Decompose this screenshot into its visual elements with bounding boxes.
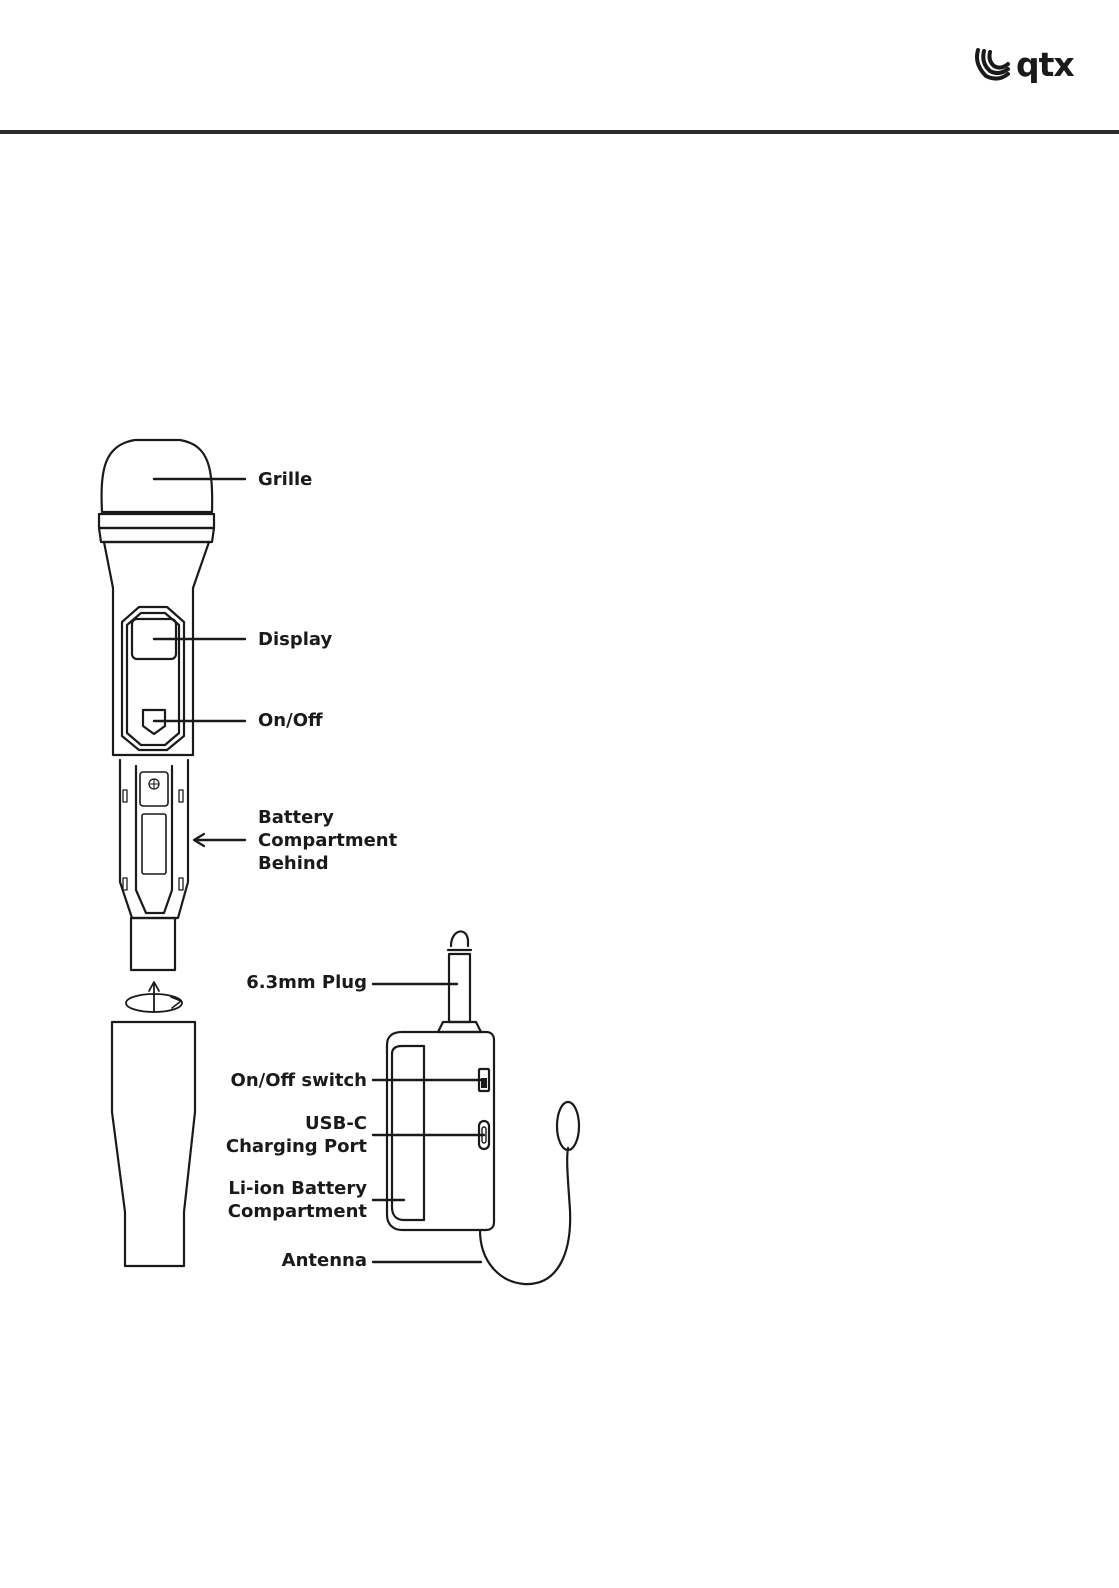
receiver-plug-drawing [438,931,481,1032]
mic-handle-drawing [104,542,209,755]
label-plug: 6.3mm Plug [246,971,367,994]
mic-grille-drawing [99,440,214,542]
label-display: Display [258,628,332,651]
mic-battery-section-drawing [120,760,188,918]
label-grille: Grille [258,468,312,491]
mic-connector-drawing [131,918,175,970]
twist-arrow-icon [126,982,182,1012]
label-usb-c: USB-C Charging Port [226,1112,367,1158]
label-antenna: Antenna [282,1249,367,1272]
label-battery-compartment: Battery Compartment Behind [258,806,397,875]
label-on-off-switch: On/Off switch [231,1069,367,1092]
mic-battery-cap-drawing [112,1022,195,1266]
label-on-off: On/Off [258,709,323,732]
label-li-ion: Li-ion Battery Compartment [228,1177,367,1223]
